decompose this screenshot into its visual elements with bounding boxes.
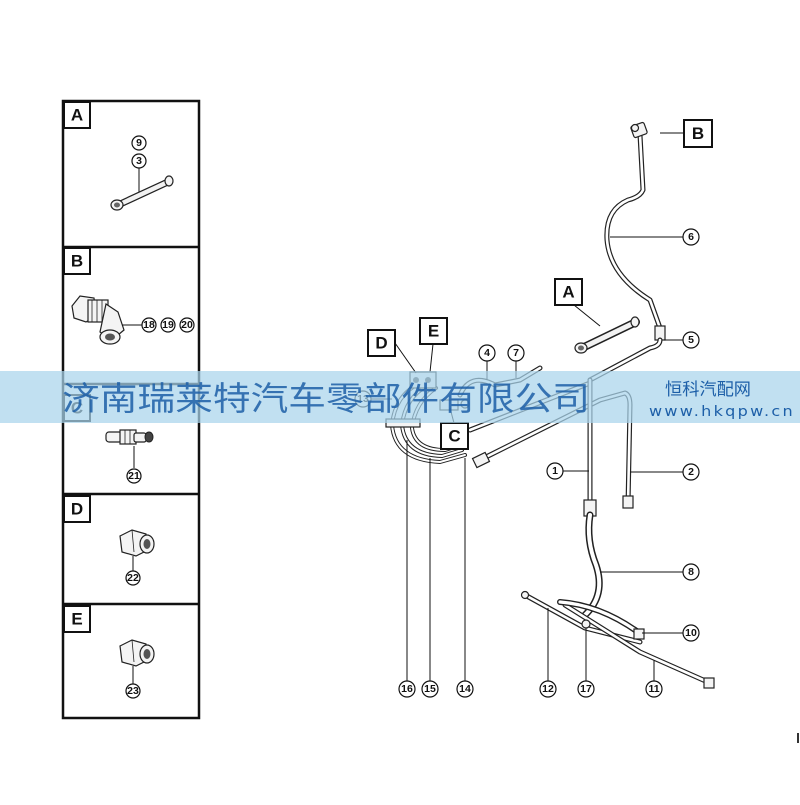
- diagram-tag-box: [419, 317, 448, 345]
- panel-letter-box: [63, 495, 91, 523]
- panel-letter: A: [71, 106, 83, 125]
- diagram-tag-c: C: [440, 407, 469, 450]
- panel-b: B 18 19 20: [63, 247, 195, 345]
- callout-number: 16: [401, 683, 413, 695]
- panel-letter-box: [63, 605, 91, 633]
- callout-circle: [125, 683, 141, 699]
- pipe-5: [587, 337, 663, 383]
- panel-letter: B: [71, 252, 83, 271]
- watermark-company-text: 济南瑞莱特汽车零部件有限公司: [62, 379, 590, 418]
- panel-letter: E: [71, 610, 82, 629]
- panel-letter: D: [71, 500, 83, 519]
- callout-circle: [539, 680, 557, 698]
- pipe-6: [604, 132, 663, 331]
- callout-circle: [125, 570, 141, 586]
- callout-number: 15: [424, 683, 436, 695]
- callout-number: 10: [685, 627, 697, 639]
- callout-circle: [456, 680, 474, 698]
- callout-number: 19: [162, 319, 174, 331]
- elbow-fitting-icon: [71, 295, 125, 345]
- callout-circle: [179, 317, 195, 333]
- watermark-band: 济南瑞莱特汽车零部件有限公司 恒科汽配网 www.hkqpw.cn: [0, 371, 800, 423]
- hex-nut-fitting-icon: [119, 529, 155, 557]
- callout-number: 20: [181, 319, 193, 331]
- callout-circle: [682, 228, 700, 246]
- callout-number: 14: [459, 683, 471, 695]
- elbow-fitting-icon: [630, 121, 648, 139]
- watermark-brand-text: 恒科汽配网: [665, 380, 751, 400]
- pipe-connector-icon: [471, 451, 634, 509]
- watermark-band-fill: [0, 371, 800, 423]
- callout-circle: [682, 624, 700, 642]
- leader-line: [394, 342, 417, 374]
- diagram-tag-e: E: [419, 317, 448, 373]
- diagram-tag-letter: D: [375, 334, 387, 353]
- leader-line: [429, 343, 434, 373]
- callout-circle: [131, 135, 147, 151]
- diagram-tags: B A D E C: [367, 119, 713, 450]
- callout-number: 11: [648, 683, 659, 695]
- diagram-tag-box: [683, 119, 713, 148]
- hose-10: [557, 599, 641, 635]
- hex-nut-fitting-icon: [119, 639, 155, 667]
- callout-circle: [645, 680, 663, 698]
- callout-number: 12: [542, 683, 554, 695]
- panel-a: A 9 3: [63, 101, 174, 211]
- callout-number: 4: [484, 347, 490, 359]
- pipe-11: [562, 602, 713, 686]
- callout-circle: [398, 680, 416, 698]
- callout-circle: [126, 468, 142, 484]
- callout-number: 23: [127, 685, 139, 697]
- callout-number: 8: [688, 566, 694, 578]
- pipe-clamp-tube-icon: [110, 175, 174, 211]
- callout-number: 1: [552, 465, 558, 477]
- callout-number: 22: [127, 572, 139, 584]
- diagram-tag-letter: A: [562, 283, 574, 302]
- panel-d: D 22: [63, 495, 155, 586]
- callout-circle: [682, 463, 700, 481]
- straight-connector-icon: [105, 429, 154, 445]
- callout-number: 18: [143, 319, 155, 331]
- panel-letter-box: [63, 101, 91, 129]
- pipe-clamp-tube-icon: [574, 316, 640, 354]
- callout-circle: [160, 317, 176, 333]
- callout-number: 6: [688, 231, 694, 243]
- diagram-tag-box: [554, 278, 583, 306]
- leader-line: [573, 304, 601, 327]
- callout-number: 9: [136, 137, 142, 149]
- callout-circle: [682, 331, 700, 349]
- pipe-connector-icon: [520, 590, 715, 689]
- diagram-tag-a: A: [554, 278, 601, 327]
- callout-number: 17: [580, 683, 592, 695]
- diagram-tag-letter: C: [448, 427, 460, 446]
- callout-circle: [577, 680, 595, 698]
- diagram-tag-letter: E: [428, 322, 439, 341]
- callout-number: 7: [513, 347, 519, 359]
- callout-number: 2: [688, 466, 694, 478]
- callout-number: 21: [128, 470, 140, 482]
- watermark-url-text: www.hkqpw.cn: [649, 404, 795, 420]
- callout-circle: [421, 680, 439, 698]
- callout-circle: [141, 317, 157, 333]
- callout-circle: [478, 344, 496, 362]
- edge-mark: [797, 733, 799, 743]
- diagram-tag-letter: B: [692, 124, 704, 143]
- diagram-tag-b: B: [660, 119, 713, 148]
- panel-e: E 23: [63, 605, 155, 699]
- diagram-tag-d: D: [367, 329, 417, 374]
- hose-8: [581, 511, 603, 619]
- callout-number: 5: [688, 334, 694, 346]
- callout-number: 3: [136, 155, 142, 167]
- callout-circle: [682, 563, 700, 581]
- callouts: 1 2 4 5 6 7 8 10 11 12: [354, 228, 700, 698]
- callout-circle: [546, 462, 564, 480]
- callout-circle: [507, 344, 525, 362]
- panel-letter-box: [63, 247, 91, 275]
